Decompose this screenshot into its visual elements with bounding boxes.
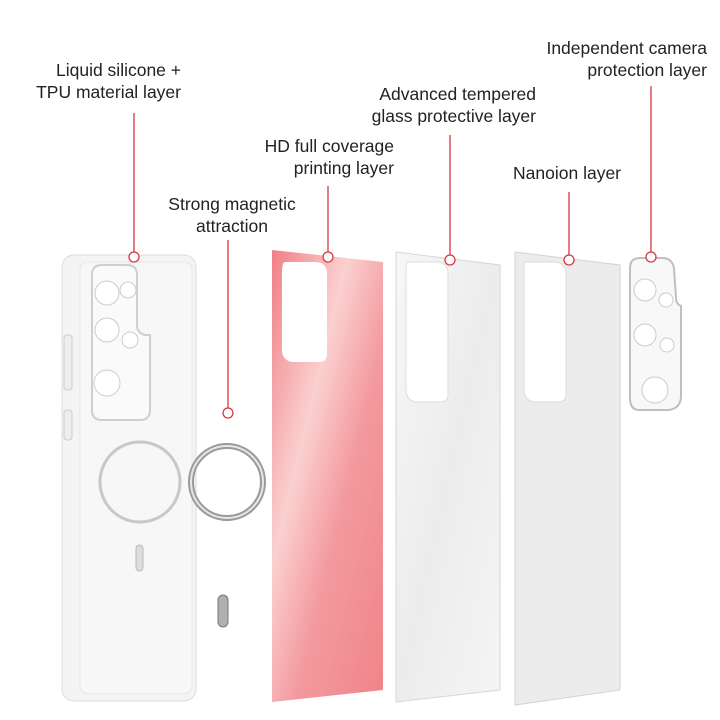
label-line: Strong magnetic [168, 194, 296, 214]
label-nanoion-layer: Nanoion layer [513, 162, 621, 184]
label-line: Nanoion layer [513, 163, 621, 183]
label-camera-protector: Independent camera protection layer [546, 37, 707, 81]
label-line: Independent camera [546, 38, 707, 58]
leader-lines [128, 86, 657, 419]
label-printing-layer: HD full coverage printing layer [265, 135, 394, 179]
label-magnetic: Strong magnetic attraction [152, 193, 312, 237]
label-glass-layer: Advanced tempered glass protective layer [372, 83, 536, 127]
label-line: glass protective layer [371, 106, 536, 126]
label-silicone-layer: Liquid silicone + TPU material layer [36, 59, 181, 103]
label-line: Advanced tempered [379, 84, 536, 104]
label-line: printing layer [293, 158, 394, 178]
label-line: HD full coverage [264, 136, 394, 156]
phone-case [61, 254, 197, 702]
label-line: protection layer [587, 60, 707, 80]
label-line: TPU material layer [36, 82, 181, 102]
magnetic-ring [188, 443, 266, 628]
label-line: Liquid silicone + [55, 60, 181, 80]
camera-protector [629, 257, 682, 411]
printing-layer [272, 250, 383, 702]
glass-layer [395, 251, 501, 703]
label-line: attraction [196, 216, 268, 236]
nanoion-layer [514, 251, 621, 706]
